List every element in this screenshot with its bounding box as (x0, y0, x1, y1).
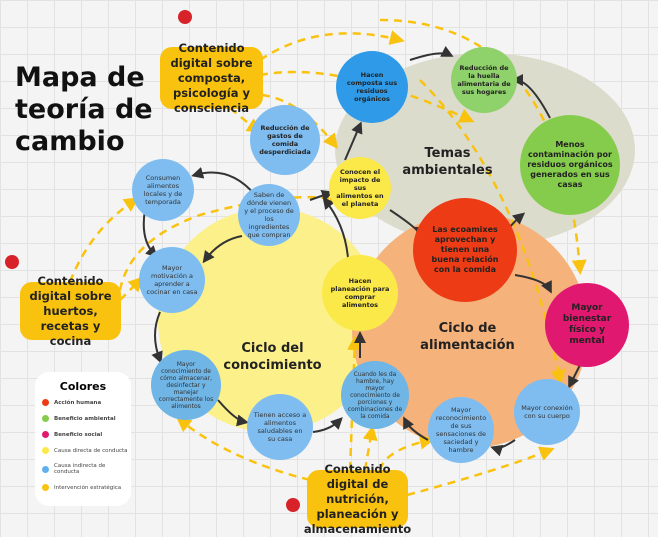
pushpin-icon (286, 498, 300, 512)
node-almacenar[interactable]: Mayor conocimiento de cómo almacenar, de… (151, 350, 221, 420)
pushpin-icon (5, 255, 19, 269)
legend-dot (42, 415, 49, 422)
pushpin-icon (178, 10, 192, 24)
node-bienestar[interactable]: Mayor bienestar físico y mental (545, 283, 629, 367)
legend-label: Causa indirecta de conducta (54, 463, 106, 475)
node-consumen[interactable]: Consumen alimentos locales y de temporad… (132, 159, 194, 221)
legend-item: Intervención estratégica (42, 484, 131, 491)
legend-item: Acción humana (42, 399, 131, 406)
node-contaminacion[interactable]: Menos contaminación por residuos orgánic… (520, 115, 620, 215)
legend-label: Acción humana (54, 399, 102, 406)
node-composta[interactable]: Hacen composta sus residuos orgánicos (336, 51, 408, 123)
legend: Colores Acción humana Beneficio ambienta… (35, 372, 131, 506)
intervention-composta[interactable]: Contenido digital sobre composta, psicol… (160, 41, 263, 115)
cycle-ambientales-label: Temas ambientales (402, 146, 493, 178)
legend-title: Colores (59, 380, 107, 393)
node-gastos[interactable]: Reducción de gastos de comida desperdici… (250, 105, 320, 175)
legend-label: Intervención estratégica (54, 484, 122, 491)
intervention-nutricion[interactable]: Contenido digital de nutrición, planeaci… (303, 461, 412, 536)
intervention-huertos[interactable]: Contenido digital sobre huertos, recetas… (20, 274, 121, 348)
node-motivacion[interactable]: Mayor motivación a aprender a cocinar en… (139, 247, 205, 313)
legend-label: Beneficio ambiental (54, 415, 116, 422)
node-planeacion[interactable]: Hacen planeación para comprar alimentos (322, 255, 398, 331)
node-hambre[interactable]: Cuando les da hambre, hay mayor conocimi… (341, 361, 409, 429)
node-saben[interactable]: Saben de dónde vienen y el proceso de lo… (238, 184, 300, 246)
legend-item: Causa indirecta de conducta (42, 463, 131, 475)
node-ecoamixes[interactable]: Las ecoamixes aprovechan y tienen una bu… (413, 198, 517, 302)
legend-item: Beneficio ambiental (42, 415, 131, 422)
legend-item: Beneficio social (42, 431, 131, 438)
legend-dot (42, 447, 49, 454)
legend-label: Beneficio social (54, 431, 103, 438)
cycle-conocimiento-label: Ciclo del conocimiento (223, 341, 322, 373)
node-impacto[interactable]: Conocen el impacto de sus alimentos en e… (329, 157, 391, 219)
legend-dot (42, 484, 49, 491)
legend-item: Causa directa de conducta (42, 447, 131, 454)
legend-dot (42, 465, 49, 473)
node-conexion[interactable]: Mayor conexión con su cuerpo (514, 379, 580, 445)
page-title: Mapa de teoría de cambio (15, 62, 153, 157)
legend-label: Causa directa de conducta (54, 447, 128, 454)
node-acceso[interactable]: Tienen acceso a alimentos saludables en … (247, 394, 313, 460)
node-reconocimiento[interactable]: Mayor reconocimiento de sus sensaciones … (428, 397, 494, 463)
legend-dot (42, 431, 49, 438)
cycle-alimentacion-label: Ciclo de alimentación (420, 321, 515, 353)
node-huella[interactable]: Reducción de la huella alimentaria de su… (451, 47, 517, 113)
legend-dot (42, 399, 49, 406)
